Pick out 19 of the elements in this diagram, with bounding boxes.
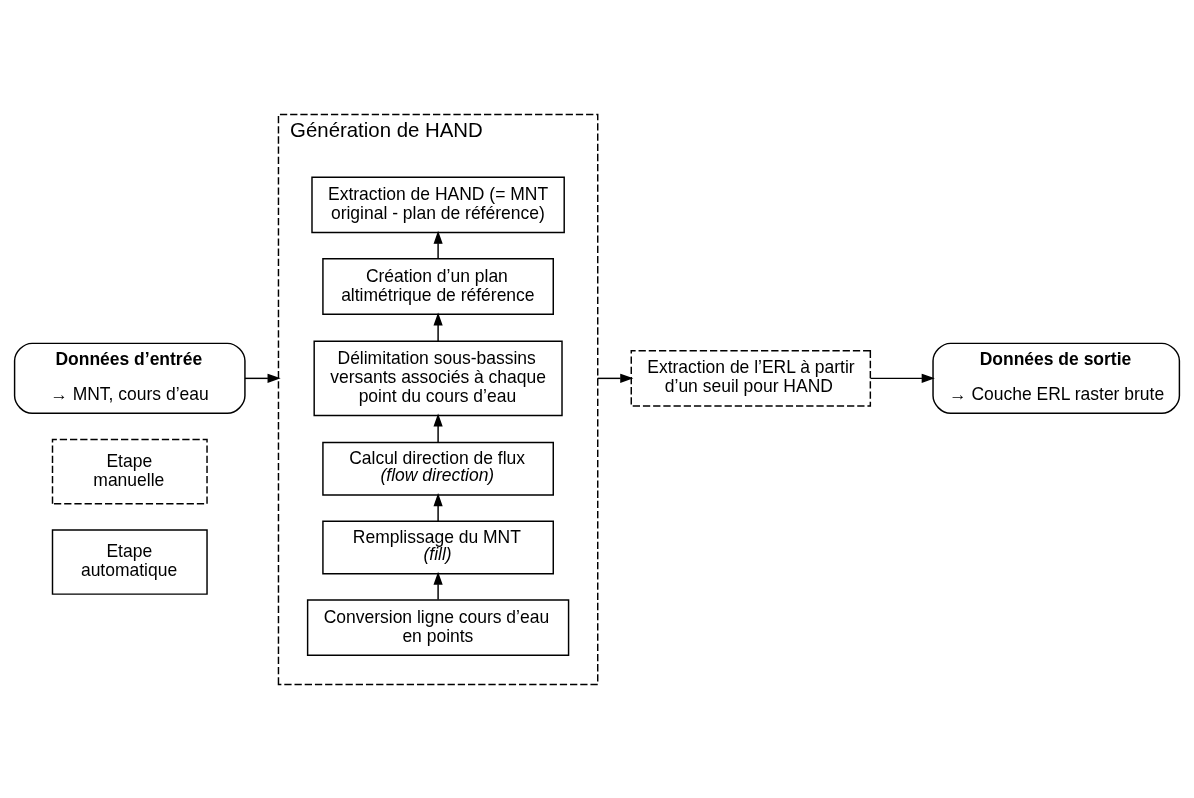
node-box: Données d’entrée → MNT, cours d’eau: [13, 342, 246, 414]
node-box: Extraction de l’ERL à partir d’un seuil pour HAND: [630, 349, 872, 407]
node-box: Création d’un plan altimétrique de référence: [322, 257, 554, 315]
node-box: Conversion ligne cours d’eau en points: [306, 598, 570, 656]
arrow: [869, 373, 935, 383]
node-box: Délimitation sous-bassins versants associés à chaque point du cours d’eau: [313, 339, 563, 416]
arrow: [433, 571, 443, 600]
node-box: Données de sortie → Couche ERL raster brute: [932, 342, 1181, 414]
node-box: Extraction de HAND (= MNT original - plan de référence): [311, 175, 565, 233]
arrow: [433, 412, 443, 443]
arrow: [433, 311, 443, 342]
arrow: [597, 373, 634, 383]
arrow: [433, 230, 443, 259]
legend-label: Etape automatique: [80, 540, 178, 580]
node-box: Remplissage du MNT (fill): [322, 520, 554, 574]
arrow: [433, 492, 443, 522]
node-box: Calcul direction de flux (flow direction): [322, 441, 554, 496]
arrow: [244, 373, 281, 383]
legend-label: Etape manuelle: [93, 450, 165, 490]
